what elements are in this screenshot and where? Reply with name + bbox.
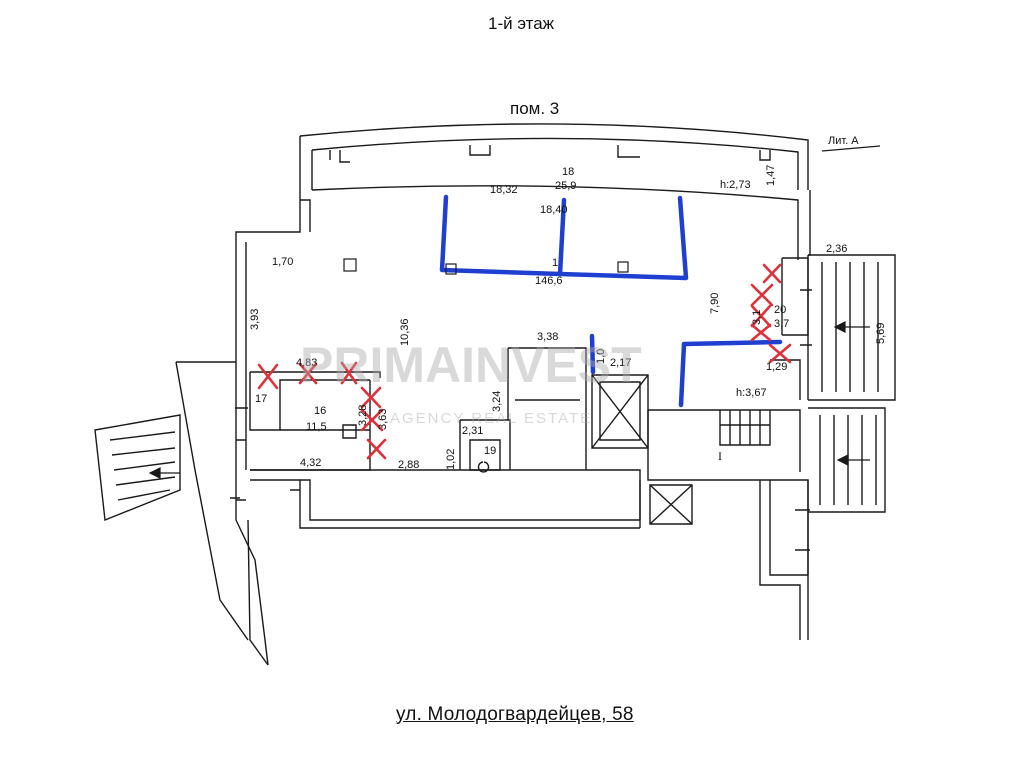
room-roman-I: I bbox=[718, 449, 722, 463]
red-cross bbox=[762, 263, 782, 284]
dim-3-1: 3,1 bbox=[751, 310, 763, 325]
premises-title: пом. 3 bbox=[510, 99, 560, 118]
street-address: ул. Молодогвардейцев, 58 bbox=[396, 704, 634, 725]
dim-3-28: 3,28 bbox=[357, 405, 369, 426]
red-cross bbox=[750, 283, 774, 307]
room-17-number: 17 bbox=[255, 393, 267, 405]
room-20-number: 20 bbox=[774, 304, 786, 316]
dim-2-31: 2,31 bbox=[462, 425, 483, 437]
dim-1-29: 1,29 bbox=[766, 361, 787, 373]
dim-1-02: 1,02 bbox=[445, 449, 457, 470]
dim-3-63: 3,63 bbox=[377, 409, 389, 430]
red-cross bbox=[360, 408, 384, 432]
dim-5-69: 5,69 bbox=[875, 323, 887, 344]
room-19-number: 19 bbox=[484, 445, 496, 457]
room-18-area: 25,9 bbox=[555, 180, 576, 192]
room-16-area: 11,5 bbox=[306, 421, 327, 433]
red-cross bbox=[340, 361, 358, 385]
demolition-marks bbox=[257, 263, 792, 460]
columns bbox=[343, 258, 629, 275]
blue-partition-right bbox=[557, 195, 689, 281]
dim-7-90: 7,90 bbox=[709, 293, 721, 314]
lit-label: Лит. А bbox=[828, 135, 859, 147]
dim-1-0: 1,0 bbox=[595, 349, 607, 364]
red-cross bbox=[750, 304, 772, 328]
blue-partition-left bbox=[439, 194, 567, 277]
red-cross bbox=[360, 386, 382, 409]
red-cross bbox=[768, 343, 792, 364]
room-1-area: 146,6 bbox=[535, 275, 563, 287]
dim-10-36: 10,36 bbox=[399, 318, 411, 346]
red-cross bbox=[750, 323, 772, 342]
dim-2-36: 2,36 bbox=[826, 243, 847, 255]
room-20-area: 3,7 bbox=[774, 318, 789, 330]
entrance-arrows bbox=[148, 145, 881, 479]
partition-markup bbox=[439, 194, 783, 408]
red-cross bbox=[298, 362, 318, 385]
dim-1-70: 1,70 bbox=[272, 256, 293, 268]
height-2-73: h:2,73 bbox=[720, 179, 751, 191]
blue-partition-corner bbox=[678, 339, 783, 408]
dim-3-38: 3,38 bbox=[537, 331, 558, 343]
room-16-number: 16 bbox=[314, 405, 326, 417]
red-cross bbox=[257, 363, 279, 390]
dim-4-83: 4,83 bbox=[296, 357, 317, 369]
dimension-labels: Лит. А 18,32 18 25,9 h:2,73 1,47 18,40 2… bbox=[249, 135, 887, 471]
dim-18-40: 18,40 bbox=[540, 204, 568, 216]
dim-3-93: 3,93 bbox=[249, 309, 261, 330]
red-cross bbox=[366, 438, 387, 460]
room-1-number: 1 bbox=[552, 257, 558, 269]
walls bbox=[94, 123, 896, 666]
dim-1-47: 1,47 bbox=[765, 165, 777, 186]
room-18-number: 18 bbox=[562, 166, 574, 178]
blue-partition-small bbox=[589, 333, 596, 375]
dim-2-17: 2,17 bbox=[610, 357, 631, 369]
dim-2-88: 2,88 bbox=[398, 459, 419, 471]
dim-3-24: 3,24 bbox=[491, 391, 503, 412]
dim-4-32: 4,32 bbox=[300, 457, 321, 469]
dim-18-32: 18,32 bbox=[490, 184, 518, 196]
floor-title: 1-й этаж bbox=[488, 14, 555, 33]
height-3-67: h:3,67 bbox=[736, 387, 767, 399]
